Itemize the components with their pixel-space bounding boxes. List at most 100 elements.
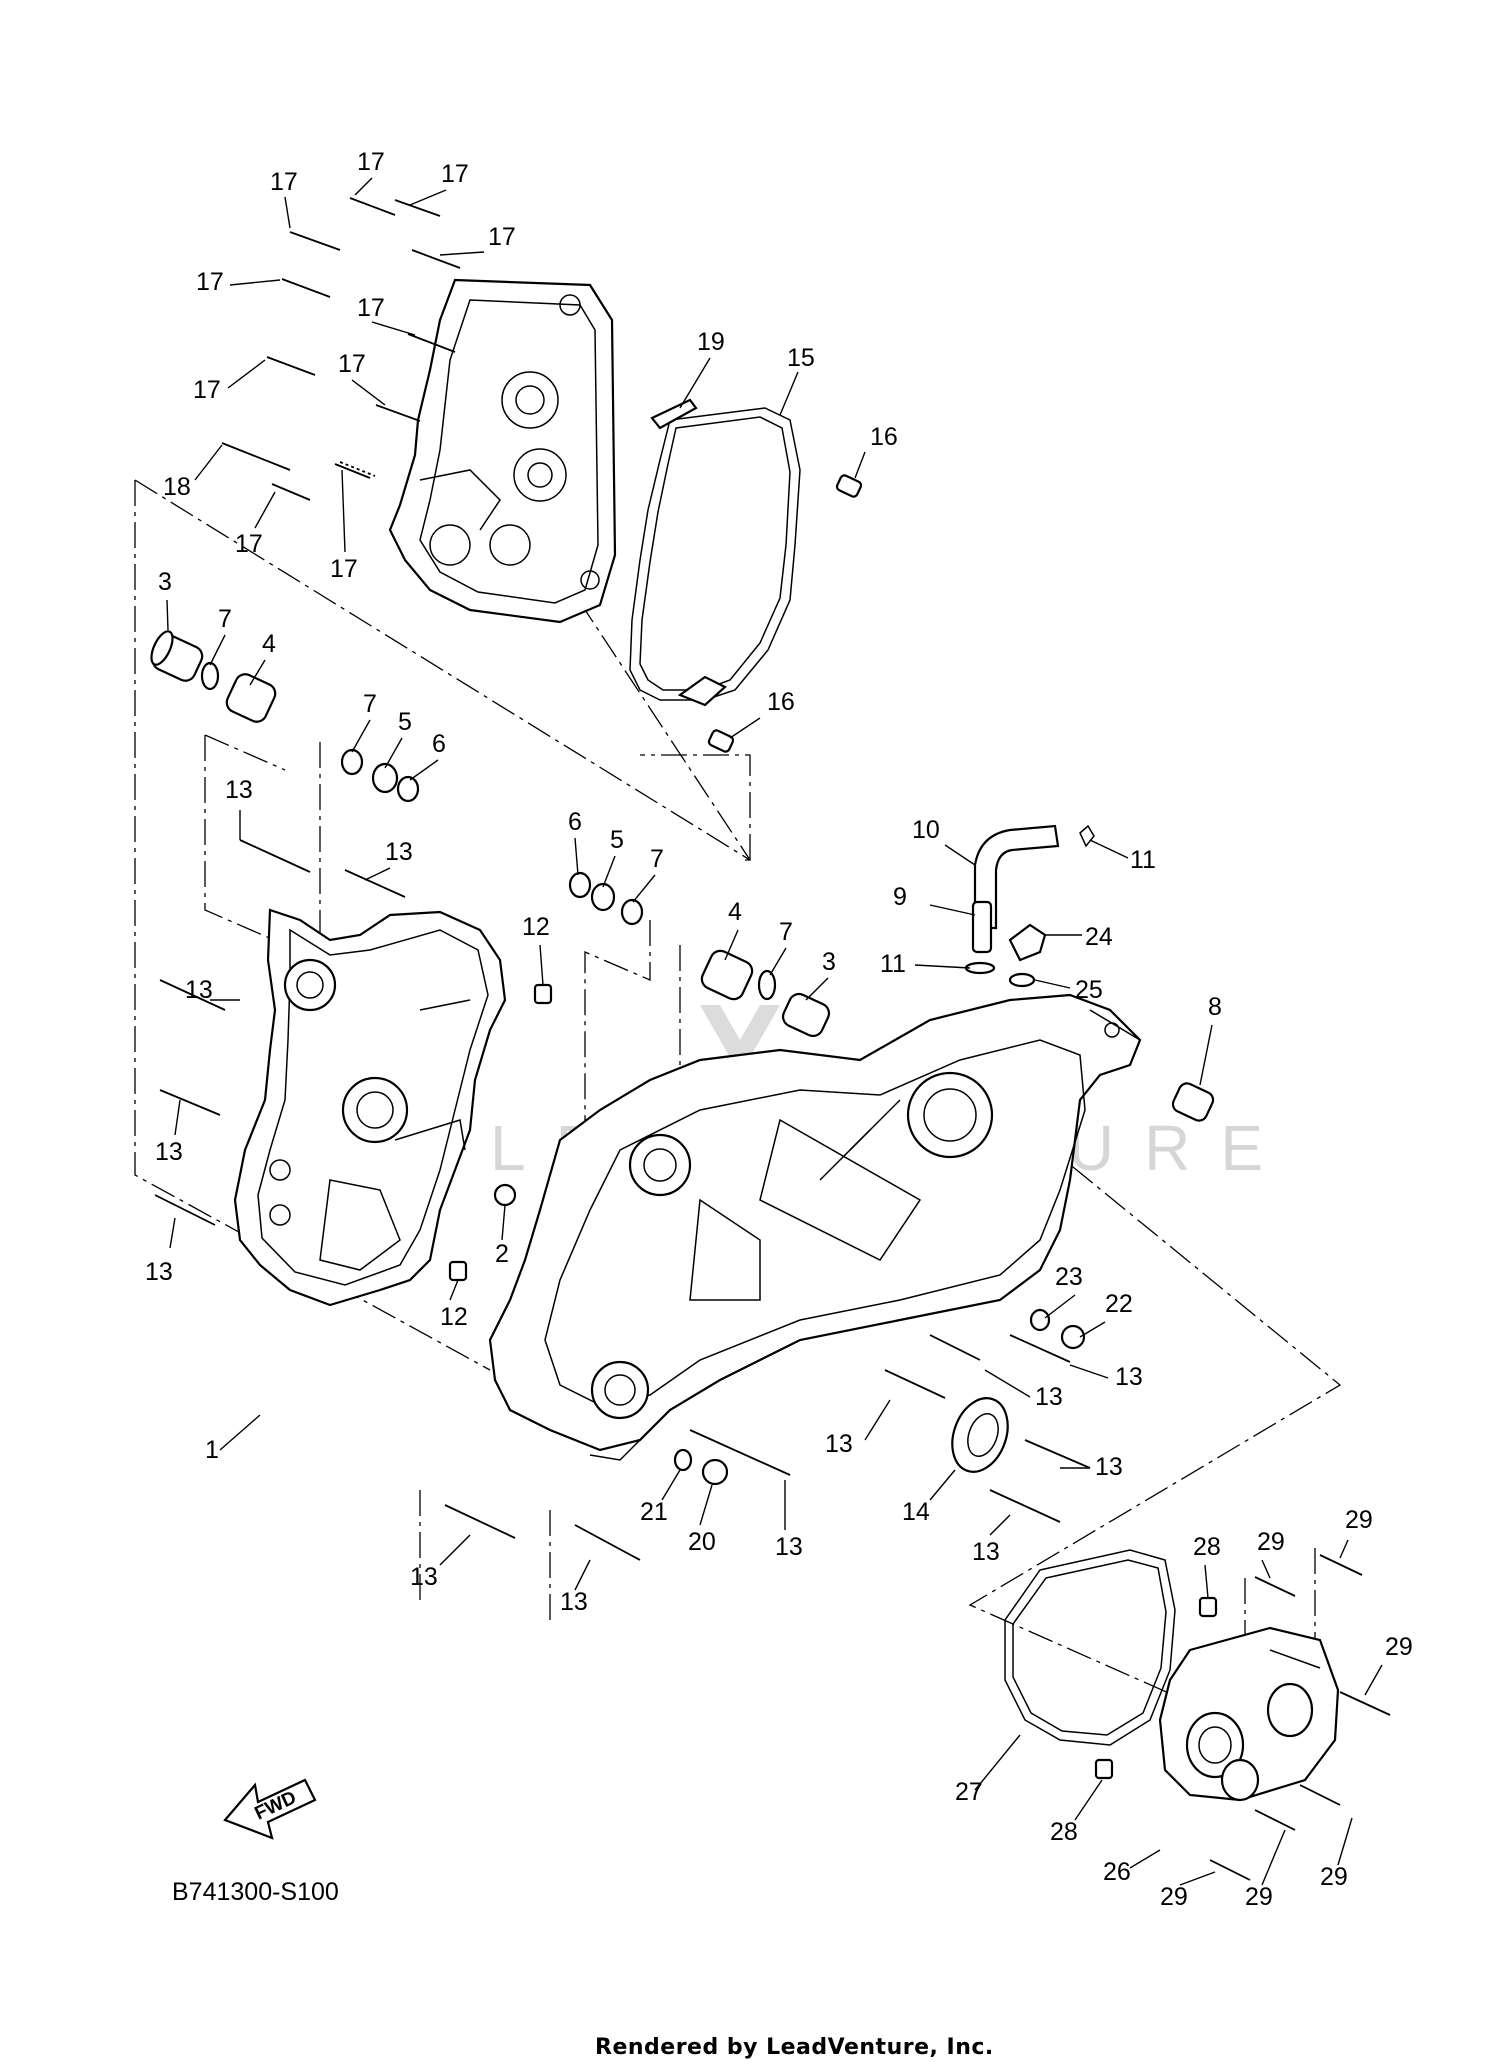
callout-17: 17: [193, 376, 221, 404]
callout-17: 17: [488, 223, 516, 251]
leader-line: [1069, 1364, 1109, 1379]
bearing-set-center: [568, 871, 831, 1038]
callout-17: 17: [196, 268, 224, 296]
callout-13: 13: [410, 1563, 438, 1591]
callout-17: 17: [357, 148, 385, 176]
leader-line: [679, 357, 711, 409]
render-credit: Rendered by LeadVenture, Inc.: [595, 2035, 994, 2060]
callout-29: 29: [1245, 1883, 1273, 1911]
leader-line: [219, 1414, 261, 1451]
leader-line: [169, 1217, 176, 1249]
callout-5: 5: [610, 826, 624, 854]
leader-line: [384, 737, 403, 769]
callout-29: 29: [1345, 1506, 1373, 1534]
leader-line: [1199, 1024, 1213, 1086]
leader-line: [769, 947, 787, 976]
callout-29: 29: [1385, 1633, 1413, 1661]
bearing-set-left: [150, 630, 420, 803]
leader-line: [1261, 1829, 1286, 1886]
leader-line: [539, 944, 544, 986]
callout-17: 17: [338, 350, 366, 378]
callout-5: 5: [398, 708, 412, 736]
callout-9: 9: [893, 883, 907, 911]
callout-13: 13: [825, 1430, 853, 1458]
leader-line: [354, 177, 373, 196]
leader-line: [1179, 1871, 1216, 1886]
callout-16: 16: [870, 423, 898, 451]
oring-21: [673, 1448, 693, 1472]
callout-28: 28: [1050, 1818, 1078, 1846]
plug-2: [493, 1183, 517, 1207]
leader-line: [974, 1734, 1021, 1791]
callout-7: 7: [650, 845, 664, 873]
callout-7: 7: [779, 918, 793, 946]
leader-line: [371, 321, 416, 336]
callout-4: 4: [262, 630, 276, 658]
callout-2: 2: [495, 1240, 509, 1268]
callout-20: 20: [688, 1528, 716, 1556]
callout-4: 4: [728, 898, 742, 926]
leader-line: [632, 874, 656, 903]
callout-29: 29: [1320, 1863, 1348, 1891]
cover-26: [1158, 1626, 1340, 1802]
leader-line: [574, 1559, 591, 1591]
fwd-arrow: FWD: [223, 1778, 317, 1840]
bolts-13-right: [444, 1334, 1091, 1561]
callout-1: 1: [205, 1436, 219, 1464]
leader-line: [929, 904, 976, 916]
callout-7: 7: [363, 690, 377, 718]
leader-line: [1074, 1779, 1103, 1821]
leader-line: [351, 379, 386, 406]
callout-13: 13: [185, 976, 213, 1004]
leader-line: [729, 717, 761, 739]
leader-line: [341, 469, 346, 553]
callout-23: 23: [1055, 1263, 1083, 1291]
leader-line: [1034, 979, 1071, 989]
leader-line: [439, 1534, 471, 1566]
crankcase-cover-top: [388, 278, 617, 624]
callout-17: 17: [235, 530, 263, 558]
callout-6: 6: [568, 808, 582, 836]
leader-line: [661, 1469, 681, 1501]
dowel-16-top: [835, 474, 863, 498]
leader-line: [229, 279, 281, 286]
callout-11: 11: [880, 950, 906, 978]
callout-12: 12: [522, 913, 550, 941]
leader-line: [1089, 839, 1129, 859]
clip-19: [650, 398, 698, 430]
plug-22: [1060, 1324, 1086, 1350]
leader-line: [409, 189, 447, 206]
callout-29: 29: [1160, 1883, 1188, 1911]
callout-13: 13: [972, 1538, 1000, 1566]
callout-17: 17: [330, 555, 358, 583]
leader-line: [1261, 1559, 1271, 1579]
bolts-29: [1209, 1554, 1391, 1881]
leader-line: [1079, 1321, 1106, 1338]
crankcase-left: [233, 908, 507, 1307]
callout-17: 17: [270, 168, 298, 196]
leader-line: [574, 837, 579, 876]
bolts-17: [221, 197, 461, 501]
callout-3: 3: [158, 568, 172, 596]
callout-7: 7: [218, 605, 232, 633]
callout-27: 27: [955, 1778, 983, 1806]
leader-line: [1044, 1294, 1076, 1319]
callout-26: 26: [1103, 1858, 1131, 1886]
dowel-16-mid: [707, 729, 735, 753]
leader-line: [984, 1369, 1031, 1398]
callout-11: 11: [1130, 846, 1156, 874]
leader-line: [254, 491, 276, 529]
callout-8: 8: [1208, 993, 1222, 1021]
callout-16: 16: [767, 688, 795, 716]
diagram-code: B741300-S100: [172, 1878, 339, 1906]
callout-22: 22: [1105, 1290, 1133, 1318]
bolts-13-left: [154, 839, 406, 1226]
bushing-8: [1171, 1082, 1215, 1122]
callout-13: 13: [385, 838, 413, 866]
leader-line: [174, 1099, 181, 1136]
callout-13: 13: [775, 1533, 803, 1561]
leader-line: [805, 977, 829, 1001]
dowel-28-top: [1198, 1596, 1218, 1618]
leader-line: [284, 196, 291, 229]
